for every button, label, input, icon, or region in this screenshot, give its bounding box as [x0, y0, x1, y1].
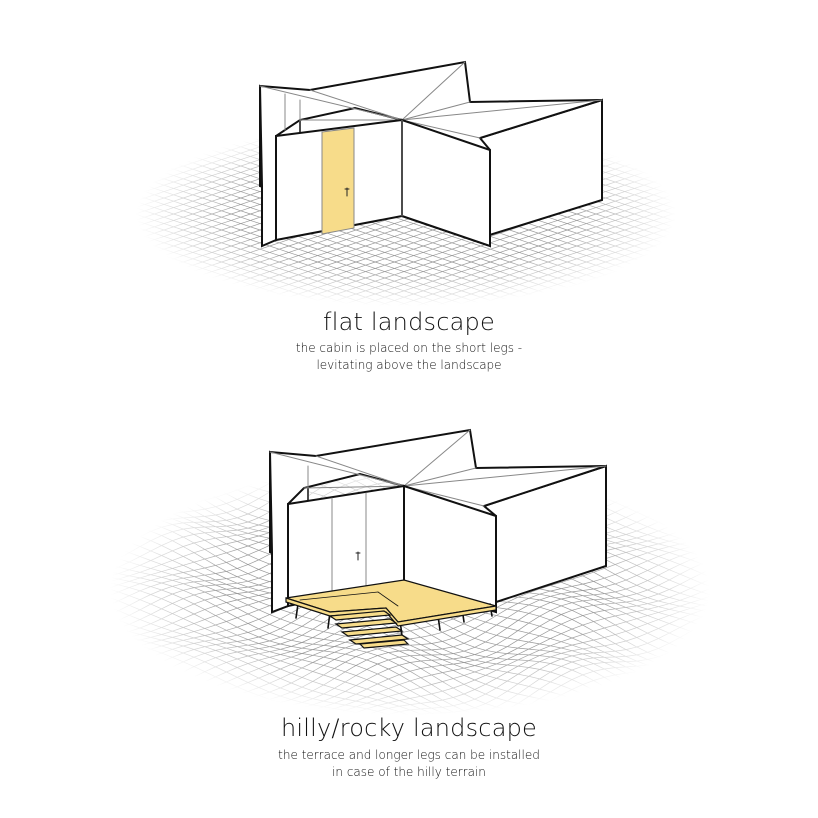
- grid-line: [301, 584, 818, 767]
- description-line: the terrace and longer legs can be insta…: [278, 748, 540, 762]
- grid-line: [312, 593, 818, 770]
- grid-line: [226, 530, 818, 745]
- door-handle-icon: [344, 187, 350, 197]
- flat-landscape-description: the cabin is placed on the short legs - …: [0, 340, 818, 374]
- grid-line: [346, 216, 818, 375]
- grid-line: [409, 378, 818, 520]
- grid-line: [336, 210, 818, 372]
- grid-line: [394, 37, 818, 180]
- cabin-flat: [258, 60, 603, 248]
- grid-line: [377, 392, 818, 544]
- grid-line: [403, 34, 818, 174]
- stair-step: [340, 626, 404, 637]
- grid-line: [365, 229, 818, 381]
- grid-line: [288, 178, 818, 356]
- side-wall: [403, 484, 497, 614]
- grid-line: [394, 248, 818, 391]
- door-handle-icon: [355, 551, 361, 561]
- cabin-hilly: [268, 428, 607, 649]
- description-line: the cabin is placed on the short legs -: [295, 341, 523, 355]
- grid-line: [172, 505, 778, 721]
- grid-line: [183, 508, 789, 726]
- grid-line: [269, 168, 808, 349]
- grid-line: [259, 165, 798, 346]
- grid-line: [323, 600, 818, 772]
- grid-line: [377, 636, 818, 791]
- flat-landscape-scene: [0, 34, 818, 394]
- grid-line: [366, 395, 818, 550]
- grid-line: [279, 172, 817, 352]
- hilly-landscape-title: hilly/rocky landscape: [280, 714, 538, 742]
- stair-step: [328, 610, 392, 621]
- grid-line: [355, 222, 818, 378]
- grid-line: [307, 190, 818, 362]
- grid-line: [366, 626, 818, 787]
- grid-line: [327, 203, 818, 368]
- grid-line: [399, 383, 818, 529]
- door-highlight: [321, 127, 355, 235]
- stair-step: [334, 618, 398, 629]
- grid-line: [317, 197, 818, 365]
- grid-line: [215, 520, 818, 741]
- grid-line: [298, 184, 818, 359]
- stair-step: [348, 634, 410, 645]
- grid-line: [388, 646, 818, 796]
- grid-line: [375, 235, 818, 384]
- grid-line: [193, 511, 799, 731]
- grid-line: [240, 159, 779, 340]
- grid-line: [250, 162, 789, 343]
- grid-line: [334, 606, 818, 775]
- grid-line: [345, 612, 818, 779]
- description-line: in case of the hilly terrain: [332, 765, 486, 779]
- hilly-landscape-scene: [0, 378, 818, 806]
- grid-line: [355, 618, 818, 783]
- terrace-deck-edge: [285, 597, 497, 627]
- grid-line: [384, 242, 818, 388]
- flat-landscape-title: flat landscape: [323, 308, 495, 336]
- grid-line: [258, 549, 818, 756]
- grid-line: [291, 573, 818, 764]
- grid-line: [280, 564, 818, 762]
- description-line: levitating above the landscape: [316, 358, 502, 372]
- grid-line: [403, 254, 818, 394]
- grid-line: [247, 544, 818, 753]
- grid-line: [384, 40, 818, 186]
- stair-step: [358, 639, 410, 649]
- terrace-stairs: [328, 610, 410, 649]
- grid-line: [231, 156, 769, 336]
- grid-line: [409, 662, 818, 806]
- grid-line: [388, 388, 818, 538]
- grid-line: [399, 655, 818, 801]
- grid-line: [269, 556, 818, 759]
- hilly-landscape-description: the terrace and longer legs can be insta…: [0, 747, 818, 781]
- grid-line: [204, 515, 810, 736]
- grid-line: [237, 537, 818, 749]
